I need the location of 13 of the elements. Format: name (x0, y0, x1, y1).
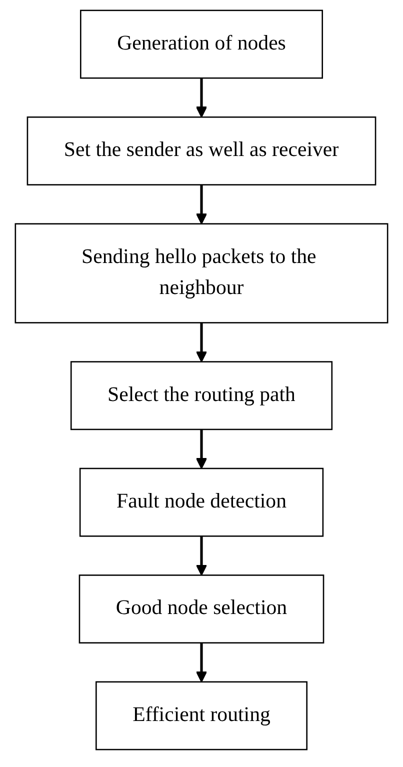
arrow (196, 642, 208, 682)
node-box: Set the sender as well as receiver (26, 116, 376, 186)
arrow (196, 429, 208, 469)
node-box: Generation of nodes (80, 10, 323, 79)
node-box: Efficient routing (96, 681, 308, 750)
arrow (196, 322, 208, 362)
node-box: Sending hello packets to the neighbour (14, 223, 388, 324)
node-box: Good node selection (78, 574, 324, 644)
arrow (196, 184, 208, 224)
arrow (196, 78, 208, 118)
node-box: Select the routing path (70, 361, 333, 430)
node-box: Fault node detection (79, 468, 324, 537)
arrow (196, 536, 208, 576)
